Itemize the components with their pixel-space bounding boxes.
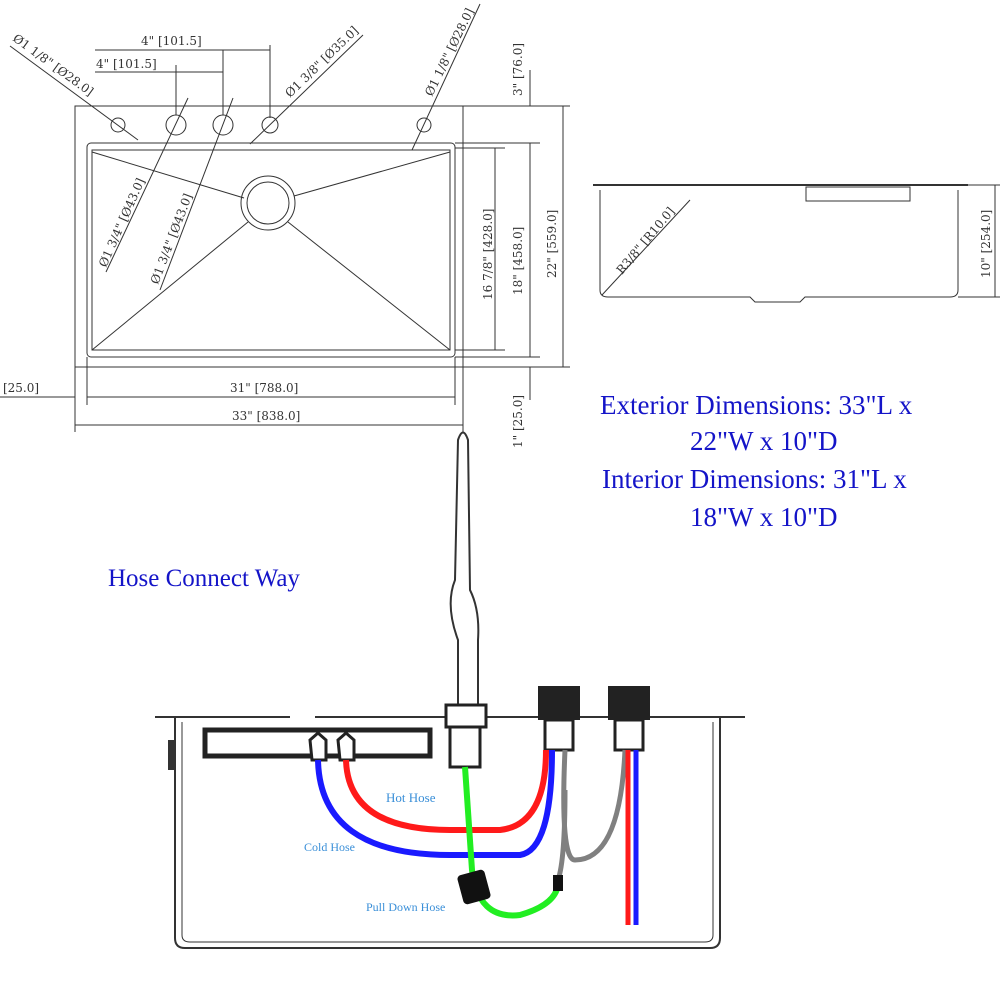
- dim-1-left: 1" [25.0]: [0, 381, 39, 395]
- hot-hose: [343, 749, 549, 833]
- top-view: 4" [101.5] 4" [101.5] Ø1 1/8" [Ø28.0] Ø1…: [0, 3, 570, 448]
- hole-label-left: Ø1 1/8" [Ø28.0]: [10, 31, 96, 99]
- cold-hose: [315, 749, 555, 858]
- faucet-hole-5: [416, 117, 432, 133]
- side-view: R3/8" [R10.0] 10" [254.0]: [593, 184, 1000, 303]
- cold-hose-label: Cold Hose: [304, 840, 355, 854]
- radius-label: R3/8" [R10.0]: [614, 204, 678, 276]
- sink-outer-outline: [74, 105, 464, 368]
- faucet-hole-1: [110, 117, 126, 133]
- dim-18: 18" [458.0]: [511, 227, 525, 295]
- exterior-dimensions-line1: Exterior Dimensions: 33"L x: [600, 390, 913, 420]
- faucet-hole-2: [165, 114, 187, 136]
- sink-section-outline: [174, 717, 721, 949]
- valve-1: [538, 686, 580, 720]
- interior-dimensions-line1: Interior Dimensions: 31"L x: [602, 464, 907, 494]
- hole-label-b: Ø1 3/4" [Ø43.0]: [148, 192, 195, 287]
- bowl-inner-outline: [91, 149, 451, 351]
- drain-inner: [246, 181, 290, 225]
- hose-diagram: Hot Hose Cold Hose Pull Down Hose: [155, 431, 745, 949]
- pull-down-hose-label: Pull Down Hose: [366, 900, 445, 914]
- drain-outer: [240, 175, 296, 231]
- bowl-outline: [86, 142, 456, 358]
- side-bowl-outline: [599, 190, 959, 303]
- supply-hose-grey: [561, 749, 628, 863]
- faucet: [449, 431, 480, 706]
- hole-label-a: Ø1 3/4" [Ø43.0]: [96, 176, 148, 269]
- exterior-dimensions-line2: 22"W x 10"D: [690, 426, 838, 456]
- spacing-label-1: 4" [101.5]: [141, 34, 202, 48]
- side-ledge: [805, 186, 911, 202]
- depth-label: 10" [254.0]: [979, 210, 993, 278]
- dim-31: 31" [788.0]: [230, 381, 298, 395]
- hole-label-right: Ø1 1/8" [Ø28.0]: [422, 6, 477, 98]
- interior-dimensions-line2: 18"W x 10"D: [690, 502, 838, 532]
- hose-section-title: Hose Connect Way: [108, 565, 300, 592]
- dim-3: 3" [76.0]: [511, 43, 525, 96]
- dim-1-bottom: 1" [25.0]: [511, 395, 525, 448]
- spacing-label-2: 4" [101.5]: [96, 57, 157, 71]
- valve-2: [608, 686, 650, 720]
- hot-hose-label: Hot Hose: [386, 790, 436, 805]
- hose-weight: [457, 869, 491, 905]
- hole-label-mid: Ø1 3/8" [Ø35.0]: [282, 23, 361, 100]
- dim-33: 33" [838.0]: [232, 409, 300, 423]
- dim-22: 22" [559.0]: [545, 210, 559, 278]
- dim-16-7-8: 16 7/8" [428.0]: [481, 209, 495, 300]
